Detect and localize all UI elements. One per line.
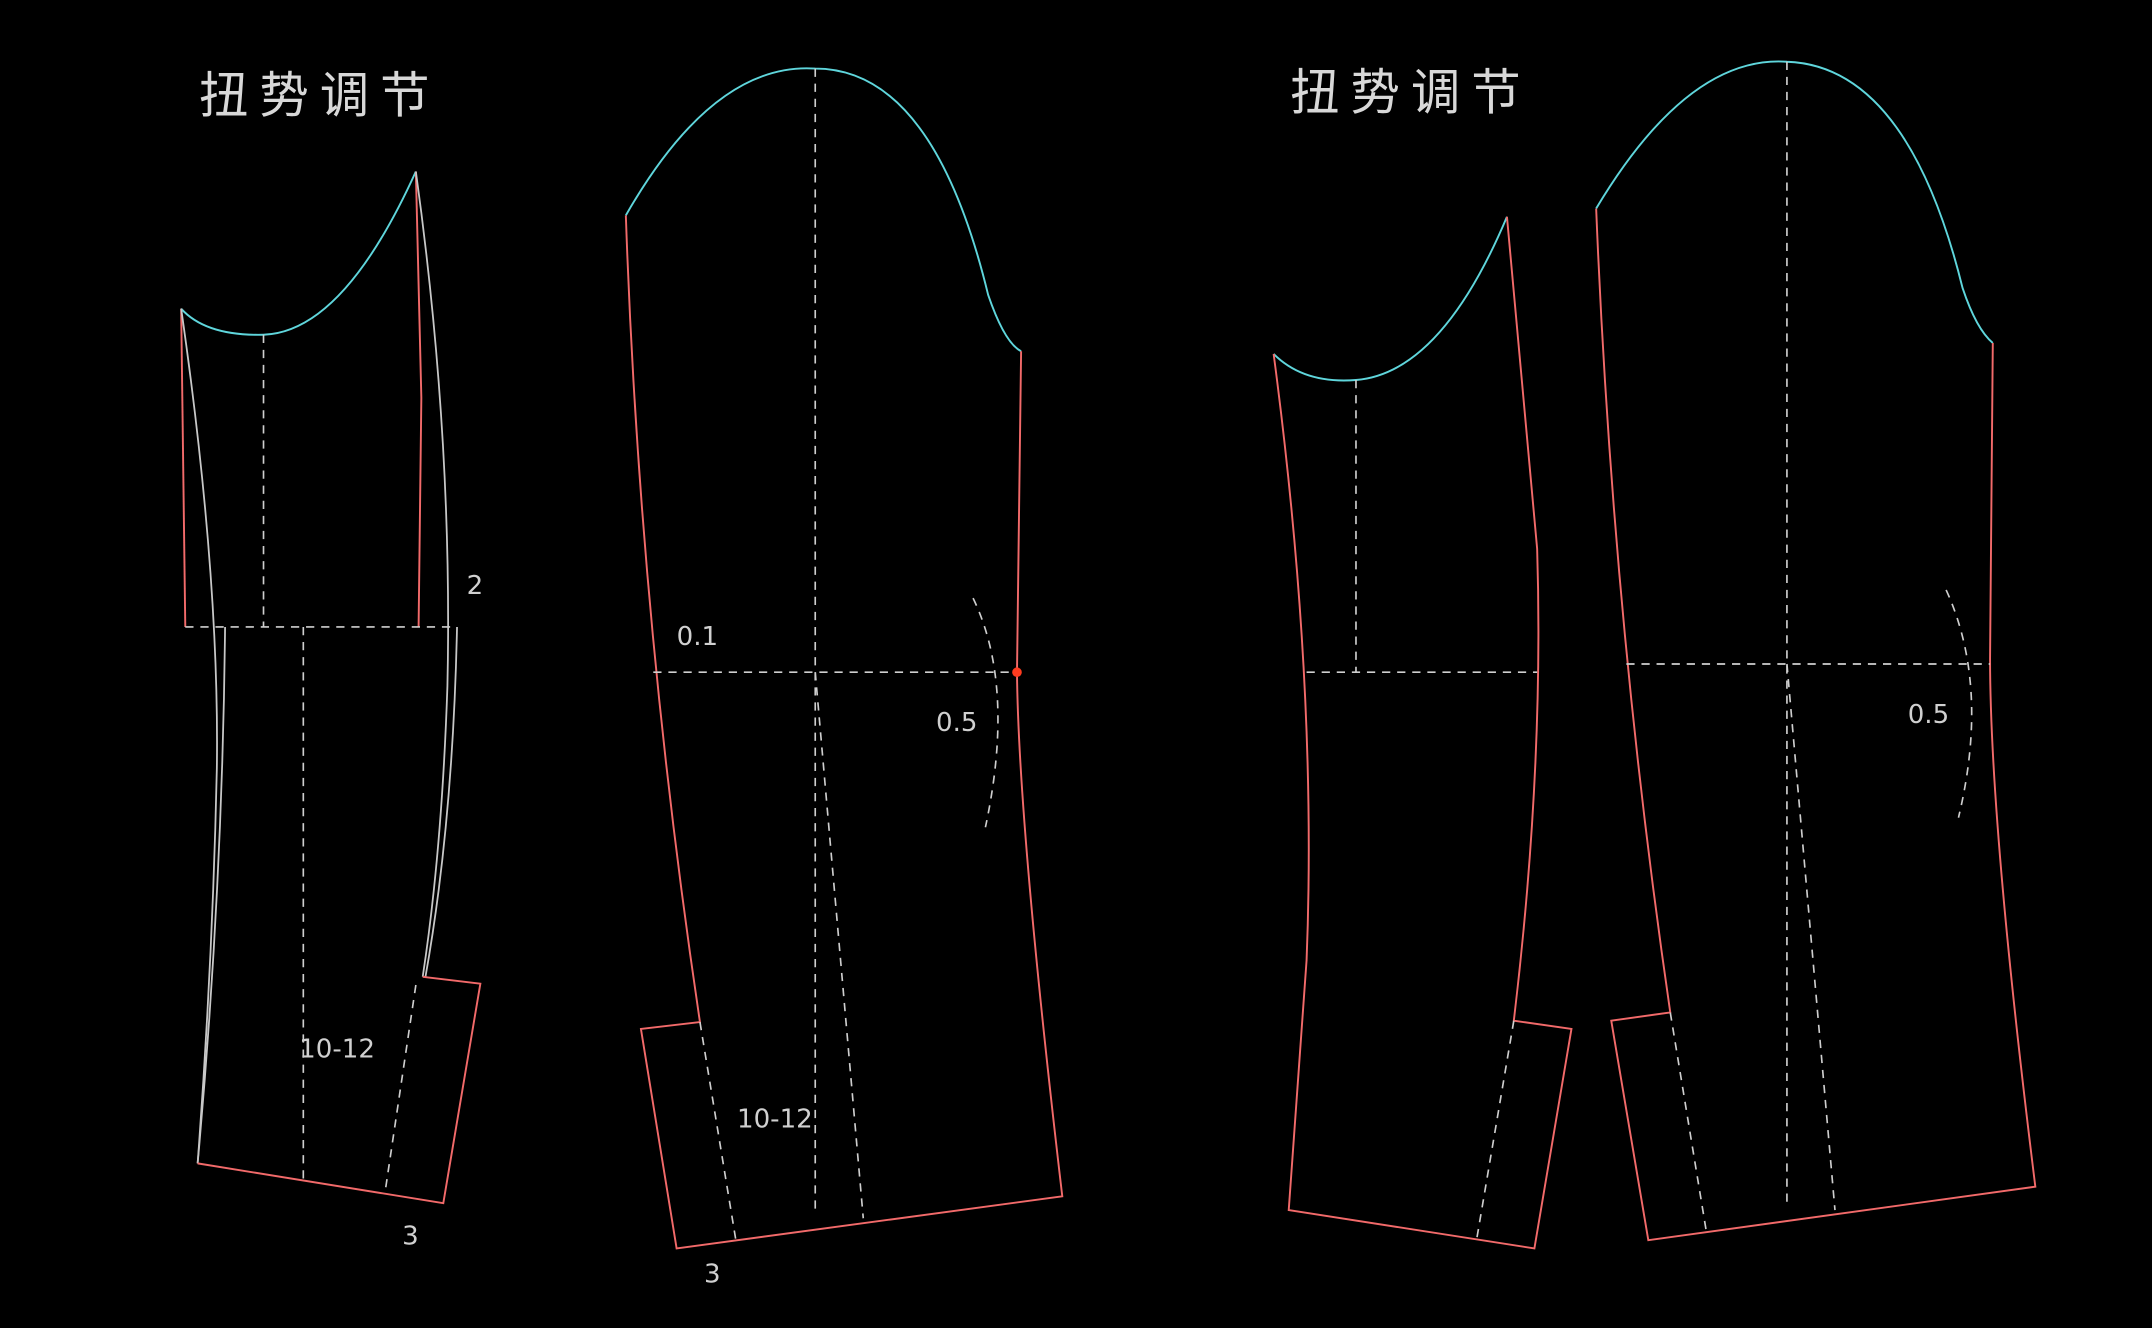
top-sleeve-outline-right <box>1595 208 2037 1242</box>
under-sleeve-vent <box>197 975 482 1205</box>
left-panel: 扭势调节 2 10-12 3 0.1 0 <box>180 67 1064 1290</box>
top-sleeve-vent-line <box>699 1021 737 1239</box>
label-offset: 0.1 <box>677 622 718 652</box>
under-sleeve-vent-right <box>1475 1020 1515 1239</box>
under-sleeve-grey-right <box>414 171 450 977</box>
label-cuff-width-small: 2 <box>467 571 484 601</box>
top-sleeve-right: 0.5 <box>1595 60 2037 1242</box>
label-vent-length-large: 10-12 <box>737 1105 813 1135</box>
top-sleeve-cap-curve-right <box>1595 60 1994 344</box>
label-hem-small: 3 <box>402 1221 419 1251</box>
label-twist-right: 0.5 <box>1908 700 1949 730</box>
under-sleeve-grey-inner <box>196 626 458 1164</box>
left-title: 扭势调节 <box>199 67 440 125</box>
top-sleeve-front-seam <box>624 215 1064 1250</box>
under-sleeve-left-seam <box>180 308 187 627</box>
under-sleeve-cap-curve <box>180 171 417 336</box>
under-sleeve-grey-left <box>180 308 218 1164</box>
label-hem-large: 3 <box>704 1260 721 1290</box>
top-sleeve-twist-right <box>1786 663 1836 1211</box>
under-sleeve-outline-right <box>1272 216 1573 1250</box>
top-sleeve-cap-curve <box>625 67 1022 353</box>
top-sleeve-vent-right <box>1669 1012 1707 1230</box>
under-sleeve-vent-line <box>384 984 417 1189</box>
twist-arrow-right <box>1945 589 1973 818</box>
small-sleeve-left: 2 10-12 3 <box>180 171 484 1251</box>
small-sleeve-right <box>1272 216 1573 1250</box>
under-sleeve-right-seam <box>414 171 423 627</box>
label-twist-left: 0.5 <box>936 708 977 738</box>
label-vent-length-small: 10-12 <box>299 1035 375 1065</box>
top-sleeve-left: 0.1 0.5 10-12 3 <box>624 67 1064 1290</box>
right-title: 扭势调节 <box>1290 64 1531 122</box>
right-panel: 扭势调节 0.5 <box>1272 60 2037 1250</box>
top-sleeve-twist-line <box>814 672 865 1219</box>
twist-arrow-left <box>972 597 999 828</box>
under-sleeve-cap-curve-right <box>1272 216 1508 382</box>
twist-marker-point <box>1012 667 1022 678</box>
